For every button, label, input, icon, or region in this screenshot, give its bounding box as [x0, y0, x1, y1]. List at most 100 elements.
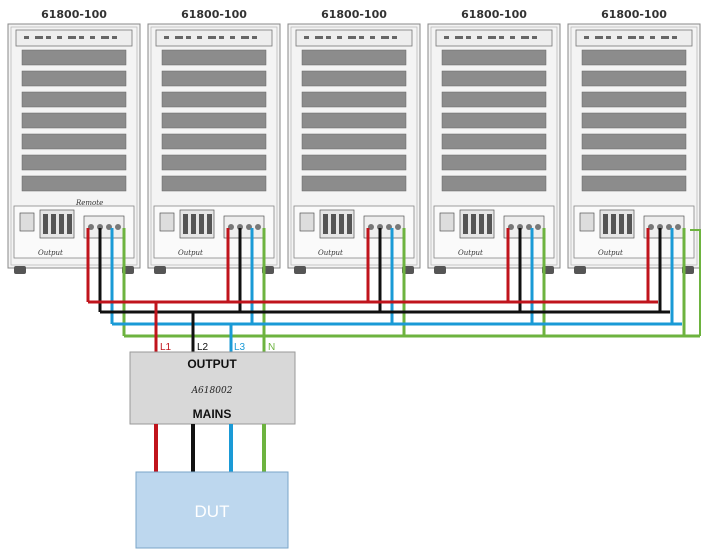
terminal-post	[51, 214, 56, 234]
panel-control	[101, 36, 109, 39]
vent-panel	[21, 49, 127, 66]
terminal-post	[611, 214, 616, 234]
panel-control	[337, 36, 342, 39]
panel-control	[370, 36, 375, 39]
cabinet-frame	[290, 26, 418, 266]
vent-panel	[581, 49, 687, 66]
panel-control	[175, 36, 183, 39]
output-label: Output	[38, 249, 63, 257]
terminal-post	[463, 214, 468, 234]
panel-control	[164, 36, 169, 39]
panel-control	[304, 36, 309, 39]
panel-control	[252, 36, 257, 39]
caster-left	[294, 266, 306, 274]
panel-control	[661, 36, 669, 39]
phase-labels: L1 L2 L3 N	[160, 342, 275, 353]
terminal-post	[627, 214, 632, 234]
output-connector	[503, 215, 545, 239]
connector-pin	[255, 224, 261, 230]
panel-control	[57, 36, 62, 39]
vent-panel	[581, 154, 687, 171]
phase-label-l3: L3	[234, 342, 246, 353]
unit-model-label: 61800-100	[41, 8, 107, 21]
terminal-post	[67, 214, 72, 234]
caster-left	[574, 266, 586, 274]
cabinet-frame	[150, 26, 278, 266]
vent-panel	[21, 175, 127, 192]
panel-control	[466, 36, 471, 39]
parallel-output-bus	[86, 228, 701, 352]
terminal-post	[603, 214, 608, 234]
vent-panel	[581, 175, 687, 192]
terminal-post	[43, 214, 48, 234]
vent-panel	[441, 154, 547, 171]
terminal-post	[479, 214, 484, 234]
connector-pin	[395, 224, 401, 230]
adapter-box: OUTPUT A618002 MAINS	[129, 351, 296, 425]
terminal-post	[331, 214, 336, 234]
panel-control	[208, 36, 216, 39]
panel-control	[359, 36, 364, 39]
panel-control	[584, 36, 589, 39]
phase-label-l1: L1	[160, 342, 172, 353]
panel-control	[510, 36, 515, 39]
panel-control	[112, 36, 117, 39]
output-connector	[223, 215, 265, 239]
panel-control	[241, 36, 249, 39]
vent-panel	[21, 154, 127, 171]
panel-control	[444, 36, 449, 39]
panel-control	[219, 36, 224, 39]
connector-pin	[115, 224, 121, 230]
vent-panel	[441, 112, 547, 129]
vent-panel	[441, 70, 547, 87]
panel-control	[628, 36, 636, 39]
dut-label: DUT	[195, 502, 230, 521]
terminal-post	[191, 214, 196, 234]
output-label: Output	[178, 249, 203, 257]
breaker-switch	[299, 212, 315, 232]
panel-control	[532, 36, 537, 39]
unit-model-label: 61800-100	[601, 8, 667, 21]
panel-control	[68, 36, 76, 39]
terminal-post	[471, 214, 476, 234]
vent-panel	[21, 91, 127, 108]
adapter-body	[129, 351, 296, 425]
vent-panel	[161, 91, 267, 108]
unit-model-label: 61800-100	[461, 8, 527, 21]
dut-body	[135, 471, 289, 549]
unit-model-label: 61800-100	[321, 8, 387, 21]
vent-panel	[581, 91, 687, 108]
vent-panel	[161, 70, 267, 87]
panel-control	[606, 36, 611, 39]
terminal-post	[207, 214, 212, 234]
caster-left	[154, 266, 166, 274]
panel-control	[197, 36, 202, 39]
vent-panel	[441, 49, 547, 66]
terminal-post	[487, 214, 492, 234]
unit-model-label: 61800-100	[181, 8, 247, 21]
caster-left	[14, 266, 26, 274]
vent-panel	[301, 91, 407, 108]
terminal-post	[59, 214, 64, 234]
breaker-switch	[19, 212, 35, 232]
output-connector	[643, 215, 685, 239]
panel-control	[455, 36, 463, 39]
vent-panel	[581, 112, 687, 129]
panel-control	[617, 36, 622, 39]
breaker-switch	[579, 212, 595, 232]
output-label: Output	[458, 249, 483, 257]
adapter-output-label: OUTPUT	[187, 357, 237, 371]
vent-panel	[301, 70, 407, 87]
panel-control	[392, 36, 397, 39]
panel-control	[488, 36, 496, 39]
vent-panel	[21, 112, 127, 129]
vent-panel	[161, 133, 267, 150]
panel-control	[315, 36, 323, 39]
neutral-return	[690, 229, 701, 336]
panel-control	[650, 36, 655, 39]
